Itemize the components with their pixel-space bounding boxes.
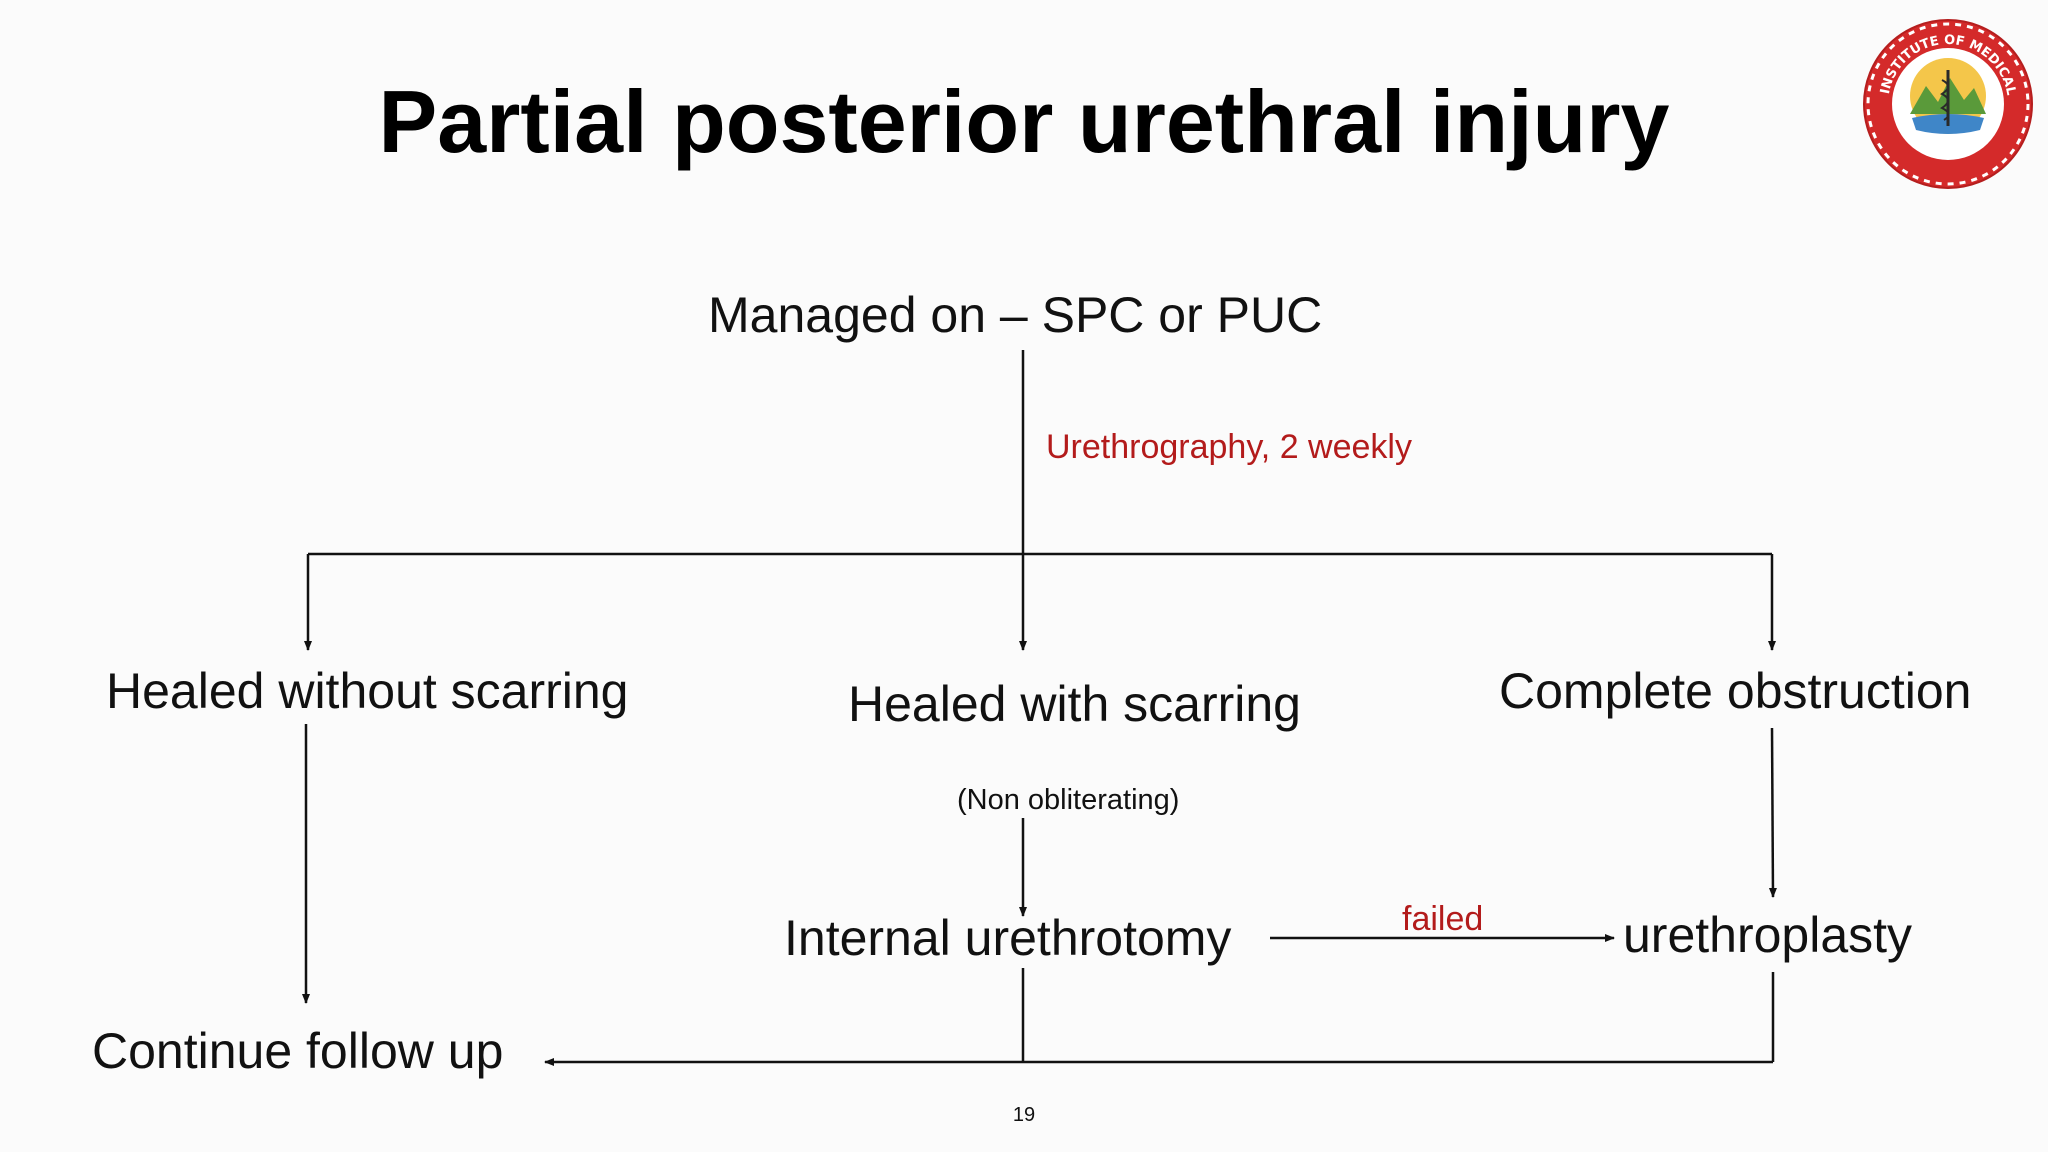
urethroplasty-node: urethroplasty [1623, 907, 1913, 963]
arrow-to-urethroplasty [1768, 727, 1777, 898]
slide-title: Partial posterior urethral injury [378, 72, 1670, 171]
internal-urethrotomy-node: Internal urethrotomy [784, 910, 1232, 966]
aiims-logo-emblem: ALL INDIA INSTITUTE OF MEDICAL SCIENCES … [1853, 3, 2033, 189]
non-obliterating-note: (Non obliterating) [957, 784, 1180, 816]
root-edge-label: Urethrography, 2 weekly [1046, 428, 1412, 466]
root-node: Managed on – SPC or PUC [708, 287, 1323, 343]
healed-with-scarring-node: Healed with scarring [848, 676, 1301, 732]
page-number: 19 [1012, 1104, 1036, 1126]
failed-label: failed [1402, 900, 1484, 938]
healed-without-scarring-node: Healed without scarring [106, 663, 629, 719]
complete-obstruction-node: Complete obstruction [1499, 663, 1972, 719]
continue-follow-up-node: Continue follow up [92, 1023, 504, 1079]
aiims-logo: ALL INDIA INSTITUTE OF MEDICAL SCIENCES … [1853, 3, 2038, 194]
